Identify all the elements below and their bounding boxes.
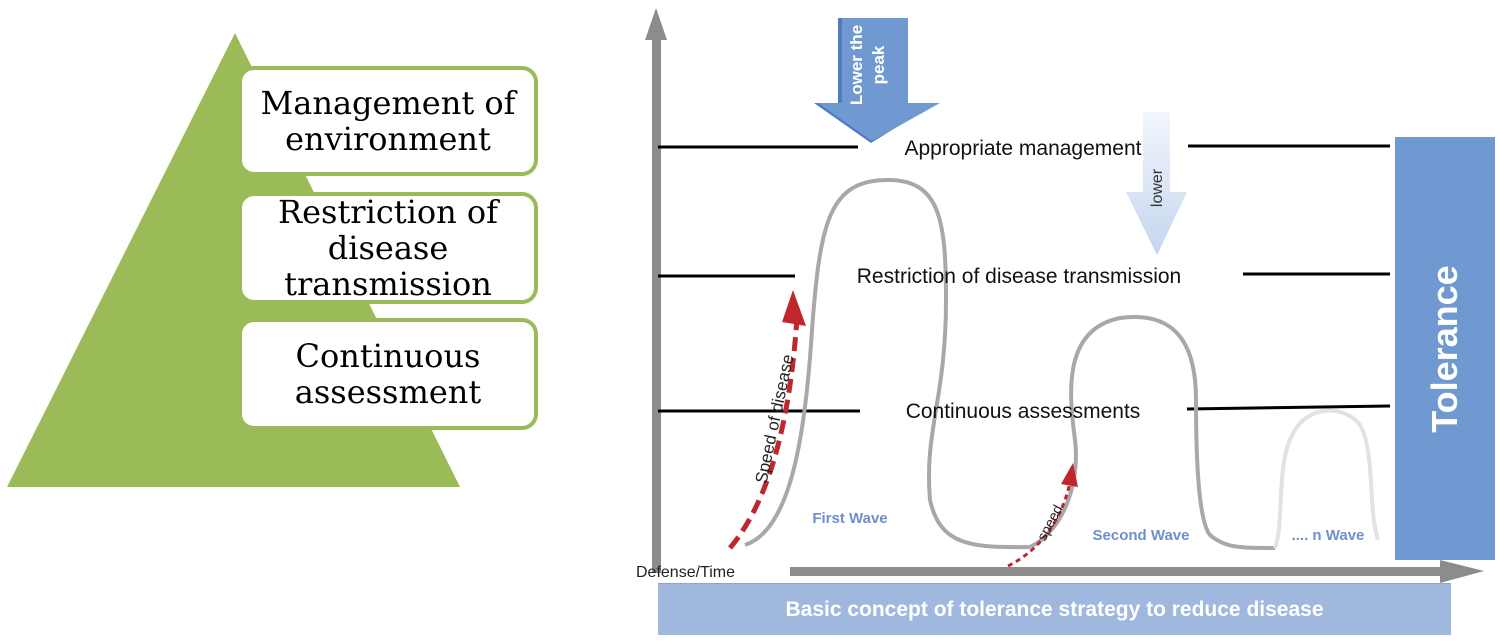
lower-label: lower <box>1149 168 1166 207</box>
first-wave-label: First Wave <box>812 510 887 527</box>
first-wave-curve <box>744 177 1031 550</box>
n-wave-curve <box>1273 408 1380 549</box>
tolerance-label: Tolerance <box>1424 264 1465 433</box>
pyramid-box-assessment: Continuous assessment <box>238 318 538 430</box>
second-wave-curve <box>1029 314 1276 550</box>
level-label-restriction: Restriction of disease transmission <box>857 265 1181 288</box>
second-wave-label: Second Wave <box>1093 527 1190 544</box>
pyramid-box-restriction: Restriction of disease transmission <box>238 192 538 304</box>
speed-label: speed <box>1034 502 1066 543</box>
pyramid-box-restriction-line1: Restriction of <box>277 193 498 231</box>
level-line-bottom-right <box>1186 404 1391 411</box>
y-axis <box>645 8 667 573</box>
pyramid-box-management-line1: Management of <box>260 84 516 122</box>
axis-label-defense-time: Defense/Time <box>636 564 735 581</box>
pyramid-box-assessment-line2: assessment <box>294 373 482 411</box>
x-axis <box>790 560 1484 583</box>
lower-the-peak-arrow: Lower the peak <box>814 18 940 143</box>
pyramid-box-management: Management of environment <box>238 66 538 176</box>
n-wave-label: .... n Wave <box>1292 527 1365 544</box>
pyramid-box-management-line2: environment <box>285 120 491 158</box>
pyramid-box-restriction-line2: disease <box>327 229 449 267</box>
level-label-continuous-assessments: Continuous assessments <box>906 400 1141 423</box>
lower-the-peak-label-1: Lower the <box>847 25 866 105</box>
caption-text: Basic concept of tolerance strategy to r… <box>785 597 1324 621</box>
pyramid-box-assessment-line1: Continuous <box>295 337 481 375</box>
level-label-appropriate-management: Appropriate management <box>905 137 1142 160</box>
speed-of-disease-arrow: Speed of disease <box>728 290 806 550</box>
pyramid-box-restriction-line3: transmission <box>284 265 492 303</box>
lower-arrow: lower <box>1126 112 1187 255</box>
tolerance-panel: Tolerance <box>1395 137 1495 560</box>
lower-the-peak-label-2: peak <box>869 45 888 84</box>
speed-arrow: speed <box>1007 463 1078 568</box>
caption-bar: Basic concept of tolerance strategy to r… <box>658 583 1451 635</box>
